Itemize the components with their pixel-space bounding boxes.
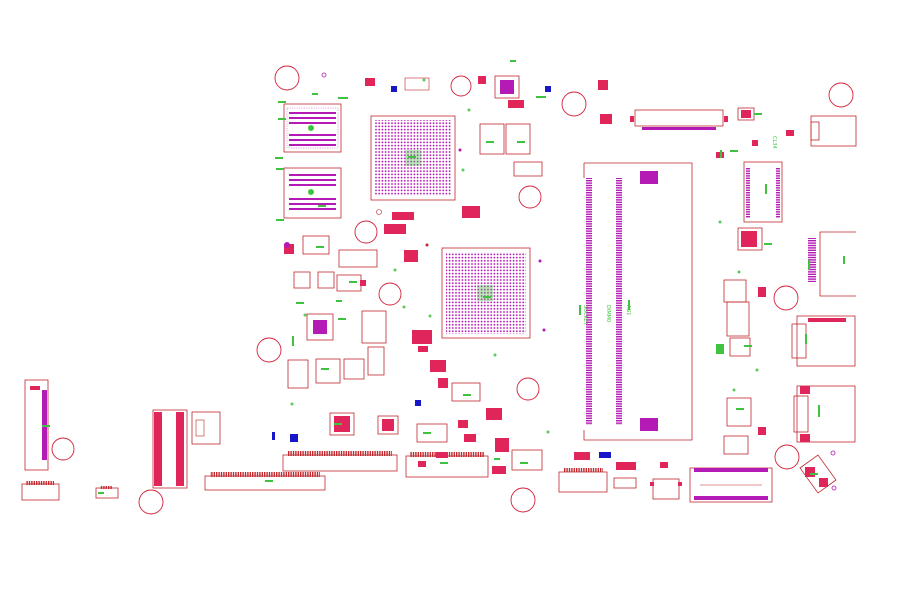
power-section [287,75,543,471]
card-slot [689,467,773,503]
mounting-hole [773,285,799,311]
memory-chip-1 [283,103,342,153]
mounting-hole [256,337,282,363]
mounting-hole [274,65,300,91]
mounting-hole [774,444,800,470]
mounting-holes [51,65,854,515]
right-center-components [723,107,763,455]
mounting-hole [138,489,164,515]
green-test-points [290,78,759,434]
mounting-hole [561,91,587,117]
mounting-hole [450,75,472,97]
bottom-connector-2 [282,451,398,472]
usb-port-bottom [793,385,856,443]
small-components [272,72,837,491]
mounting-hole [51,437,75,461]
top-connector [630,109,728,130]
mounting-hole [828,82,854,108]
connector-label: CL34 [771,136,777,149]
memory-chip-2 [283,167,342,219]
small-socket [191,411,221,445]
vertical-connector-cl34: CL34 [743,136,783,223]
mounting-hole [516,377,540,401]
dimm-label: DIMM0 [605,305,611,322]
switch [650,478,682,500]
svg-text:SOCKET: SOCKET [582,305,588,326]
bottom-connector-1 [204,472,326,491]
bottom-connector-5 [613,477,637,489]
small-connector-left [21,481,60,501]
bga-chip-gpu [441,247,531,339]
mounting-hole [518,185,542,209]
audio-jack [810,115,857,147]
mounting-hole [378,282,402,306]
mounting-hole [354,220,378,244]
svg-text:AG1: AG1 [625,305,631,315]
designator-marks [42,60,845,494]
usb-port-middle [791,315,856,367]
mounting-hole [510,487,536,513]
mini-pcie-slot [152,409,188,489]
bottom-connector-4 [558,468,608,493]
tiny-connector-left [95,486,119,499]
dc-jack [799,454,837,494]
usb-port-top [808,231,856,297]
dimm-slot: DIMM0 SOCKET AG1 [582,162,693,441]
